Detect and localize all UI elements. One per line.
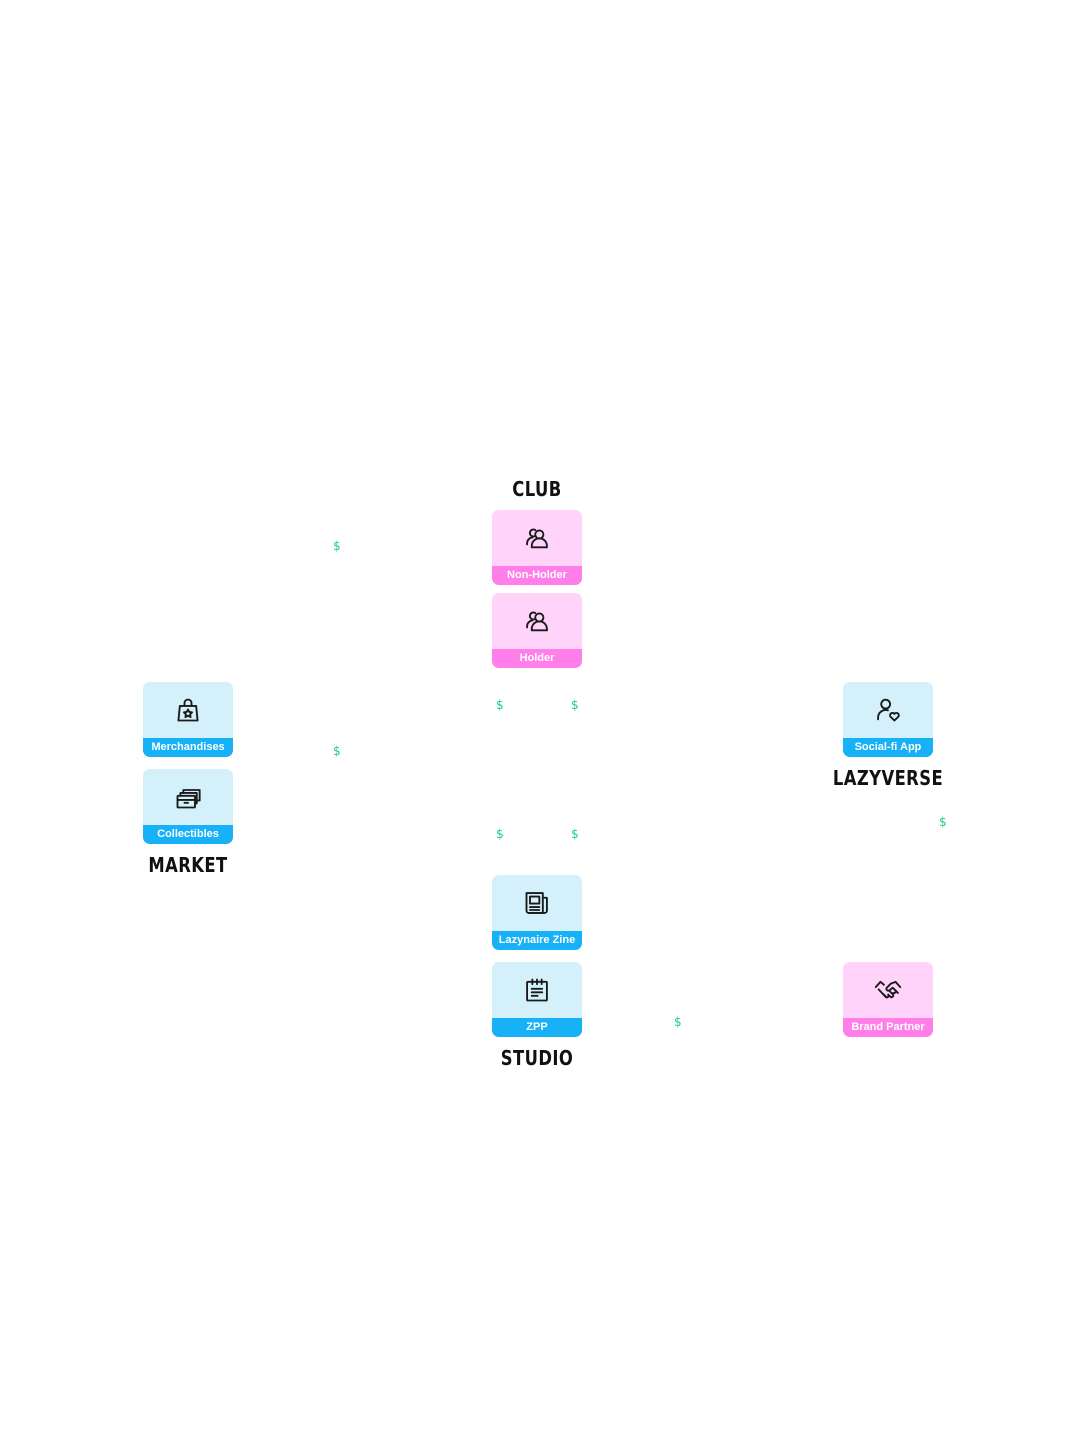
dollar-flow-marker: $ — [496, 827, 504, 841]
dollar-flow-marker: $ — [333, 539, 341, 553]
user-heart-icon — [843, 682, 933, 738]
lazyverse-title: LAZYVERSE — [832, 766, 944, 790]
club-title: CLUB — [512, 477, 562, 501]
lazynaire-zine-label: Lazynaire Zine — [492, 931, 582, 950]
lazynaire-zine-card[interactable]: Lazynaire Zine — [492, 875, 582, 950]
newspaper-icon — [492, 875, 582, 931]
social-fi-app-label: Social-fi App — [843, 738, 933, 757]
holder-label: Holder — [492, 649, 582, 668]
merchandises-label: Merchandises — [143, 738, 233, 757]
dollar-flow-marker: $ — [571, 827, 579, 841]
collectibles-label: Collectibles — [143, 825, 233, 844]
dollar-flow-marker: $ — [674, 1015, 682, 1029]
zpp-card[interactable]: ZPP — [492, 962, 582, 1037]
studio-title: STUDIO — [500, 1046, 574, 1070]
handshake-icon — [843, 962, 933, 1018]
merchandises-card[interactable]: Merchandises — [143, 682, 233, 757]
brand-partner-label: Brand Partner — [843, 1018, 933, 1037]
social-fi-app-card[interactable]: Social-fi App — [843, 682, 933, 757]
market-title: MARKET — [148, 853, 228, 877]
dollar-flow-marker: $ — [496, 698, 504, 712]
holder-card[interactable]: Holder — [492, 593, 582, 668]
users-icon — [492, 510, 582, 566]
non-holder-label: Non-Holder — [492, 566, 582, 585]
users-icon — [492, 593, 582, 649]
brand-partner-card[interactable]: Brand Partner — [843, 962, 933, 1037]
zpp-label: ZPP — [492, 1018, 582, 1037]
shopping-bag-star-icon — [143, 682, 233, 738]
collectibles-box-icon — [143, 769, 233, 825]
dollar-flow-marker: $ — [939, 815, 947, 829]
clipboard-list-icon — [492, 962, 582, 1018]
non-holder-card[interactable]: Non-Holder — [492, 510, 582, 585]
dollar-flow-marker: $ — [571, 698, 579, 712]
collectibles-card[interactable]: Collectibles — [143, 769, 233, 844]
dollar-flow-marker: $ — [333, 744, 341, 758]
